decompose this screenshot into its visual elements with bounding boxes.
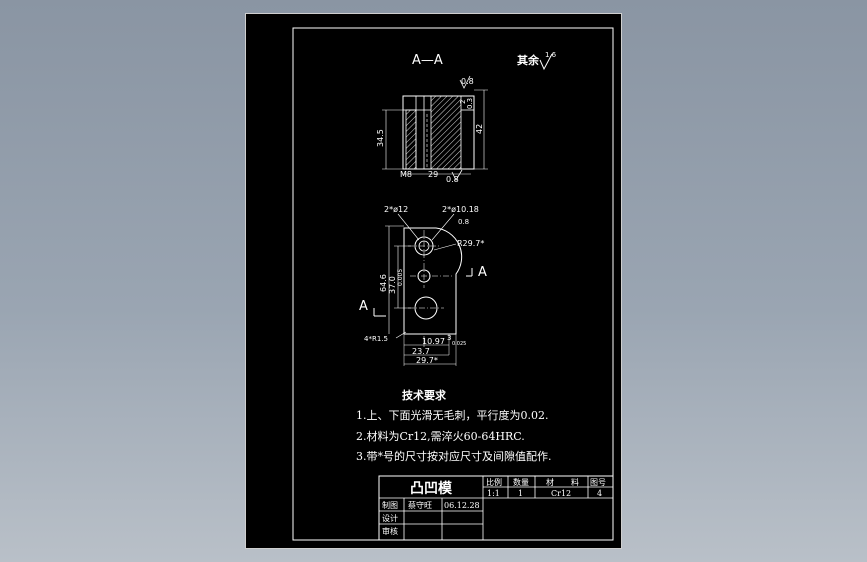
- section-mark-left: A: [359, 299, 368, 314]
- requirement-item: 3.带*号的尺寸按对应尺寸及间隙值配作.: [356, 449, 552, 463]
- dim-width-small: 3: [447, 334, 451, 342]
- dim-width-a: 29.7*: [416, 356, 438, 365]
- dim-bottom-roughness: 0.8: [446, 175, 459, 184]
- row-label-drawn: 制图: [382, 500, 398, 510]
- value-scale: 1:1: [487, 489, 500, 498]
- dim-thread: M8: [400, 170, 412, 179]
- drawing-sheet: A—A 其余 1.6 0.8 2 0.3 34.5 42 M8 29 0.8: [245, 13, 622, 549]
- header-material-2: 料: [571, 477, 579, 487]
- value-drawing-no: 4: [597, 489, 602, 498]
- requirement-item: 1.上、下面光滑无毛刺，平行度为0.02.: [356, 408, 548, 422]
- dim-height-b: 37.0: [388, 276, 397, 294]
- title-block: [378, 475, 614, 541]
- dim-top-roughness: 0.8: [461, 77, 474, 86]
- section-mark-right: A: [478, 265, 487, 280]
- section-title: A—A: [412, 53, 443, 68]
- dim-hole-a: 2*ø12: [384, 205, 408, 214]
- header-drawing-no: 图号: [590, 478, 606, 487]
- dim-chamfer: 0.3: [466, 98, 474, 109]
- dim-height-b-tol: 0.005: [397, 269, 404, 286]
- dim-height-a: 64.6: [379, 274, 388, 292]
- plan-view: [373, 213, 473, 366]
- dim-hole-b-tol: 0.8: [458, 218, 469, 226]
- requirement-item: 2.材料为Cr12,需淬火60-64HRC.: [356, 429, 525, 443]
- dim-height-total: 42: [475, 124, 484, 134]
- dim-hole-b: 2*ø10.18: [442, 205, 479, 214]
- header-material-1: 材: [546, 477, 554, 487]
- dim-width-small-tol: 0.025: [452, 341, 466, 347]
- dim-bottom: 29: [428, 170, 438, 179]
- value-quantity: 1: [518, 489, 523, 498]
- dim-width-c: 10.97: [422, 337, 445, 346]
- dim-corner-radius: 4*R1.5: [364, 335, 388, 343]
- surface-note: 其余: [517, 53, 540, 67]
- surface-value: 1.6: [545, 51, 557, 59]
- dim-width-b: 23.7: [412, 347, 430, 356]
- header-quantity: 数量: [513, 477, 529, 487]
- header-scale: 比例: [486, 477, 502, 487]
- dim-right-small: 2: [459, 100, 467, 104]
- section-view: [382, 75, 488, 181]
- row-label-design: 设计: [382, 513, 398, 523]
- dim-radius-main: R29.7*: [457, 239, 484, 248]
- row-name-drawn: 蔡守旺: [408, 500, 432, 510]
- row-date-drawn: 06.12.28: [444, 501, 480, 510]
- dim-height-inner: 34.5: [376, 129, 385, 147]
- roughness-symbol: [539, 53, 553, 71]
- part-name: 凸凹模: [410, 480, 453, 497]
- requirements-heading: 技术要求: [402, 388, 447, 402]
- row-label-review: 审核: [382, 526, 398, 536]
- cad-drawing: A—A 其余 1.6 0.8 2 0.3 34.5 42 M8 29 0.8: [292, 27, 614, 541]
- value-material: Cr12: [551, 489, 571, 498]
